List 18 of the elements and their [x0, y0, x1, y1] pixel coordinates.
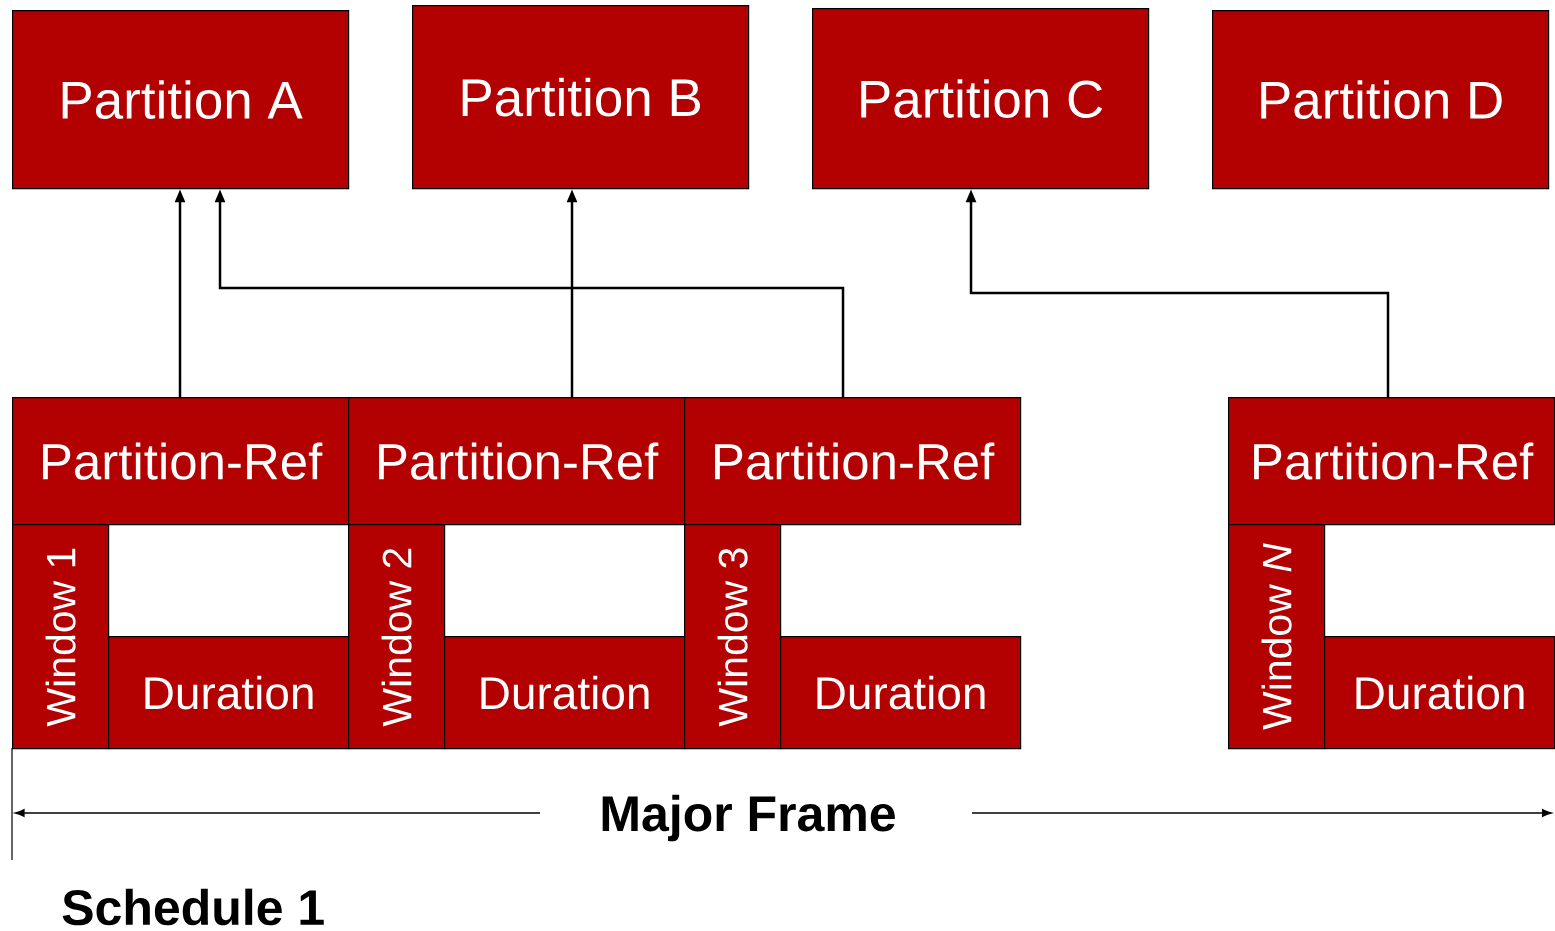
duration-box: Duration	[780, 636, 1022, 750]
duration-box: Duration	[1324, 636, 1555, 750]
dimension-label: Major Frame	[602, 794, 895, 842]
window-box: Window 2	[348, 524, 446, 750]
partition-box: Partition C	[812, 8, 1150, 190]
window-box: Window 3	[684, 524, 782, 750]
partition-box: Partition D	[1212, 10, 1550, 190]
partition-box: Partition A	[12, 10, 350, 190]
duration-box: Duration	[444, 636, 686, 750]
partition-ref-box: Partition-Ref	[1228, 397, 1555, 526]
window-box: Window N	[1228, 524, 1326, 750]
duration-box: Duration	[108, 636, 350, 750]
window-box: Window 1	[12, 524, 110, 750]
partition-ref-box: Partition-Ref	[12, 397, 350, 526]
partition-box: Partition B	[412, 5, 750, 190]
schedule-label: Schedule 1	[62, 888, 324, 926]
partition-ref-box: Partition-Ref	[348, 397, 686, 526]
partition-ref-box: Partition-Ref	[684, 397, 1022, 526]
